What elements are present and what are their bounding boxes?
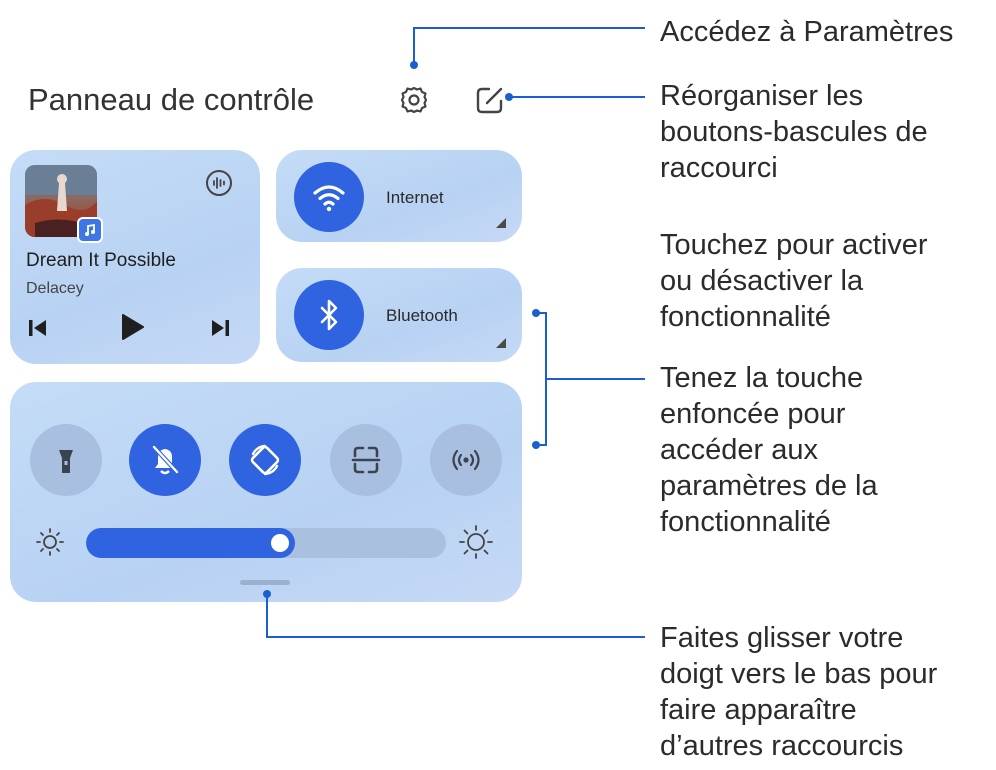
silent-mode-toggle[interactable] (129, 424, 201, 496)
auto-rotate-toggle[interactable] (229, 424, 301, 496)
callout-settings-dot (410, 61, 418, 69)
artist-name: Delacey (26, 280, 84, 297)
callout-swipe-horizontal (266, 636, 645, 638)
gear-icon[interactable] (396, 82, 432, 118)
callout-bracket-bottom (535, 444, 545, 446)
media-card[interactable]: Dream It Possible Delacey (10, 150, 260, 364)
play-icon[interactable] (118, 312, 146, 342)
brightness-high-icon (458, 524, 494, 560)
callout-reorder-dot (505, 93, 513, 101)
callout-settings-horizontal (413, 27, 645, 29)
audio-output-icon[interactable] (204, 168, 234, 198)
brightness-low-icon (34, 526, 66, 558)
flashlight-toggle[interactable] (30, 424, 102, 496)
callout-swipe-dot (263, 590, 271, 598)
callout-bracket-top (535, 312, 545, 314)
song-title: Dream It Possible (26, 250, 176, 271)
auto-rotate-icon (250, 444, 280, 476)
expand-corner-icon[interactable] (496, 338, 506, 348)
next-icon[interactable] (208, 316, 232, 340)
wifi-icon (313, 185, 345, 212)
callout-swipe-vertical (266, 594, 268, 638)
wifi-toggle[interactable] (294, 162, 364, 232)
scan-toggle[interactable] (330, 424, 402, 496)
bluetooth-tile[interactable]: Bluetooth (276, 268, 522, 362)
callout-reorder-line (508, 96, 645, 98)
brightness-fill (86, 528, 295, 558)
shortcuts-card (10, 382, 522, 602)
callout-bracket-dot-top (532, 309, 540, 317)
callout-bracket-dot-bottom (532, 441, 540, 449)
bluetooth-toggle[interactable] (294, 280, 364, 350)
bluetooth-icon (320, 299, 338, 331)
scan-icon (351, 446, 381, 474)
flashlight-icon (59, 450, 73, 473)
internet-tile[interactable]: Internet (276, 150, 522, 242)
annotation-toggle: Touchez pour activer ou désactiver la fo… (660, 229, 928, 333)
annotation-settings: Accédez à Paramètres (660, 16, 954, 48)
music-app-icon (77, 217, 103, 243)
silent-bell-icon (152, 445, 179, 475)
brightness-slider[interactable] (86, 528, 446, 558)
hotspot-toggle[interactable] (430, 424, 502, 496)
album-art[interactable] (25, 165, 97, 237)
page-title: Panneau de contrôle (28, 82, 315, 117)
annotation-hold: Tenez la touche enfoncée pour accéder au… (660, 362, 878, 538)
internet-label: Internet (386, 188, 444, 207)
callout-settings-vertical (413, 27, 415, 65)
previous-icon[interactable] (26, 316, 50, 340)
expand-corner-icon[interactable] (496, 218, 506, 228)
brightness-thumb[interactable] (271, 534, 289, 552)
hotspot-icon (452, 449, 480, 471)
drag-handle[interactable] (240, 580, 290, 585)
callout-hold-line (545, 378, 645, 380)
annotation-swipe: Faites glisser votre doigt vers le bas p… (660, 622, 938, 762)
bluetooth-label: Bluetooth (386, 306, 458, 325)
annotation-reorder: Réorganiser les boutons-bascules de racc… (660, 80, 928, 184)
edit-square-icon[interactable] (472, 82, 508, 118)
